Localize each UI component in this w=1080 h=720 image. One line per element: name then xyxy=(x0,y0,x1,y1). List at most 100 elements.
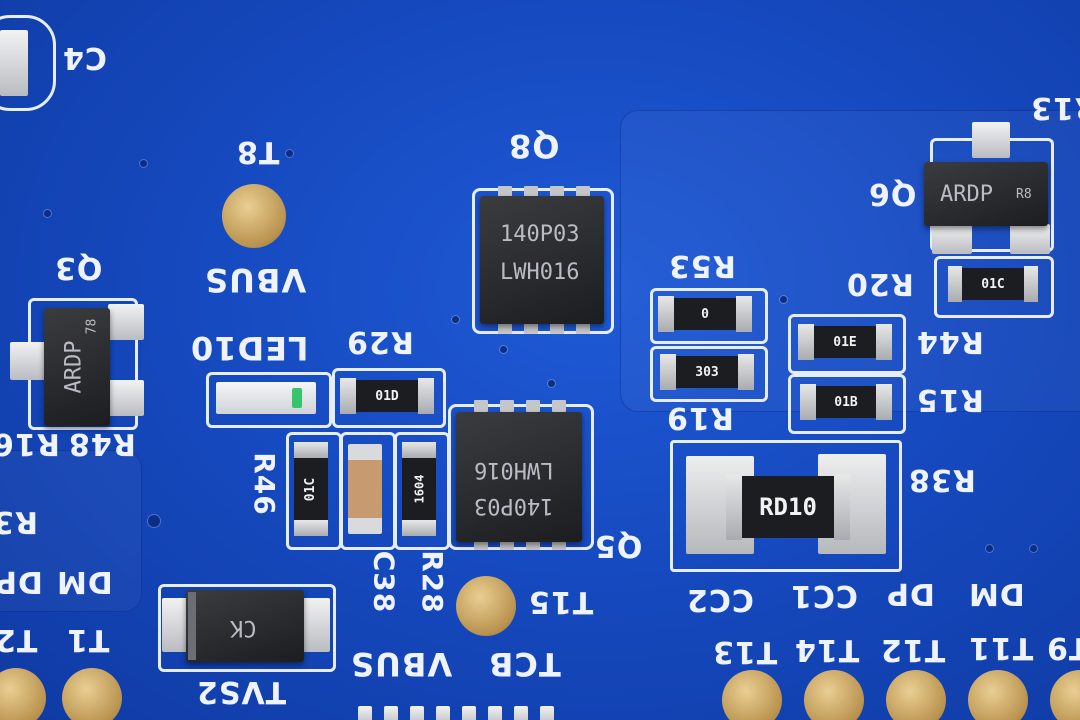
q3-pad xyxy=(10,342,46,380)
q8-lead xyxy=(550,186,564,198)
label-q8: Q8 xyxy=(508,127,560,165)
label-r20: R20 xyxy=(846,266,914,301)
test-point-t-far xyxy=(1050,670,1080,720)
q3-pad xyxy=(108,304,144,340)
via xyxy=(986,545,993,552)
r38-outline xyxy=(670,440,902,572)
resistor-r15: 01B xyxy=(800,384,892,420)
via xyxy=(148,515,160,527)
test-point-t13 xyxy=(722,670,782,720)
label-r48: R48 xyxy=(68,426,136,461)
r20-marking: 01C xyxy=(981,276,1005,292)
q8-marking-line1: 140P03 xyxy=(500,222,580,247)
tvs2-outline xyxy=(158,584,336,672)
test-point-t12 xyxy=(886,670,946,720)
connector-pad xyxy=(462,706,476,720)
q8-lead xyxy=(498,322,512,334)
resistor-r44: 01E xyxy=(798,324,892,360)
connector-pad xyxy=(358,706,372,720)
connector-pad xyxy=(410,706,424,720)
r46-marking: 01C xyxy=(303,477,319,501)
resistor-r19: 303 xyxy=(660,354,754,390)
q6-marking: ARDP xyxy=(940,182,993,207)
q3-pad xyxy=(108,380,144,416)
label-r15: R15 xyxy=(916,382,984,417)
label-dm-left: DM xyxy=(56,564,113,599)
via xyxy=(500,346,507,353)
q5-lead xyxy=(526,400,540,412)
label-r29: R29 xyxy=(346,324,414,359)
mosfet-q8 xyxy=(480,196,604,324)
r38-marking: RD10 xyxy=(759,493,817,521)
q8-lead xyxy=(576,322,590,334)
test-point-t1 xyxy=(62,668,122,720)
resistor-r29: 01D xyxy=(340,378,434,414)
q8-lead xyxy=(524,186,538,198)
label-t-far: T9 xyxy=(1046,630,1080,665)
copper-pour-left xyxy=(0,450,142,612)
label-r13: R13 xyxy=(1030,90,1080,125)
test-point-t8 xyxy=(222,184,286,248)
q6-marking-sub: R8 xyxy=(1016,187,1032,202)
q5-lead xyxy=(474,400,488,412)
r53-outline xyxy=(650,288,768,344)
label-r19: R19 xyxy=(666,400,734,435)
label-r3: R3 xyxy=(0,504,38,539)
transistor-q6 xyxy=(924,162,1048,226)
resistor-r38: RD10 xyxy=(726,474,850,540)
resistor-r20: 01C xyxy=(948,266,1038,302)
q5-outline xyxy=(448,404,594,550)
resistor-r28: 1604 xyxy=(402,442,436,536)
connector-pad xyxy=(488,706,502,720)
label-dp-left: DP xyxy=(0,564,43,599)
label-t8: T8 xyxy=(236,134,280,169)
r15-marking: 01B xyxy=(834,394,858,410)
label-r28: R28 xyxy=(415,550,449,614)
r20-outline xyxy=(934,256,1054,318)
label-dm-right: DM xyxy=(968,576,1025,611)
q3-marking-sub: 78 xyxy=(84,318,100,335)
q3-marking: ARDP xyxy=(61,340,87,394)
via xyxy=(44,210,51,217)
label-r38: R38 xyxy=(908,462,976,497)
mosfet-q5 xyxy=(456,412,582,542)
test-point-t2 xyxy=(0,668,46,720)
label-t15: T15 xyxy=(528,584,594,619)
q5-marking-line1: 140P03 xyxy=(474,493,554,518)
transistor-q3 xyxy=(44,308,110,426)
label-dp-right: DP xyxy=(886,576,935,611)
r53-marking: 0 xyxy=(701,306,709,322)
test-point-t15 xyxy=(456,576,516,636)
q5-marking-line2: LWH016 xyxy=(474,457,554,482)
r28-marking: 1604 xyxy=(412,474,426,504)
label-led10: LED10 xyxy=(190,329,309,367)
led-led10 xyxy=(216,382,316,414)
label-vbus-bottom: VBUS xyxy=(350,645,453,683)
q8-lead xyxy=(524,322,538,334)
r19-marking: 303 xyxy=(695,364,719,380)
r29-outline xyxy=(332,368,446,428)
q8-lead xyxy=(550,322,564,334)
label-cc2: CC2 xyxy=(686,582,754,617)
q5-lead xyxy=(500,400,514,412)
tvs2-marking: CK xyxy=(230,615,257,640)
label-q6: Q6 xyxy=(868,176,917,211)
r19-outline xyxy=(650,346,768,402)
resistor-r46: 01C xyxy=(294,442,328,536)
c4-pad xyxy=(0,30,28,96)
q8-lead xyxy=(498,186,512,198)
q8-outline xyxy=(472,188,614,334)
label-t1: T1 xyxy=(66,622,110,657)
connector-pad xyxy=(436,706,450,720)
label-r16: R16 xyxy=(0,426,60,461)
via xyxy=(780,296,787,303)
q6-pad xyxy=(1010,224,1050,254)
label-t11: T11 xyxy=(968,630,1034,665)
q6-pad xyxy=(932,224,972,254)
c4-outline xyxy=(0,15,56,111)
label-cc1: CC1 xyxy=(790,578,858,613)
led10-outline xyxy=(206,372,332,428)
label-tcb: TCB xyxy=(488,645,561,683)
via xyxy=(452,316,459,323)
